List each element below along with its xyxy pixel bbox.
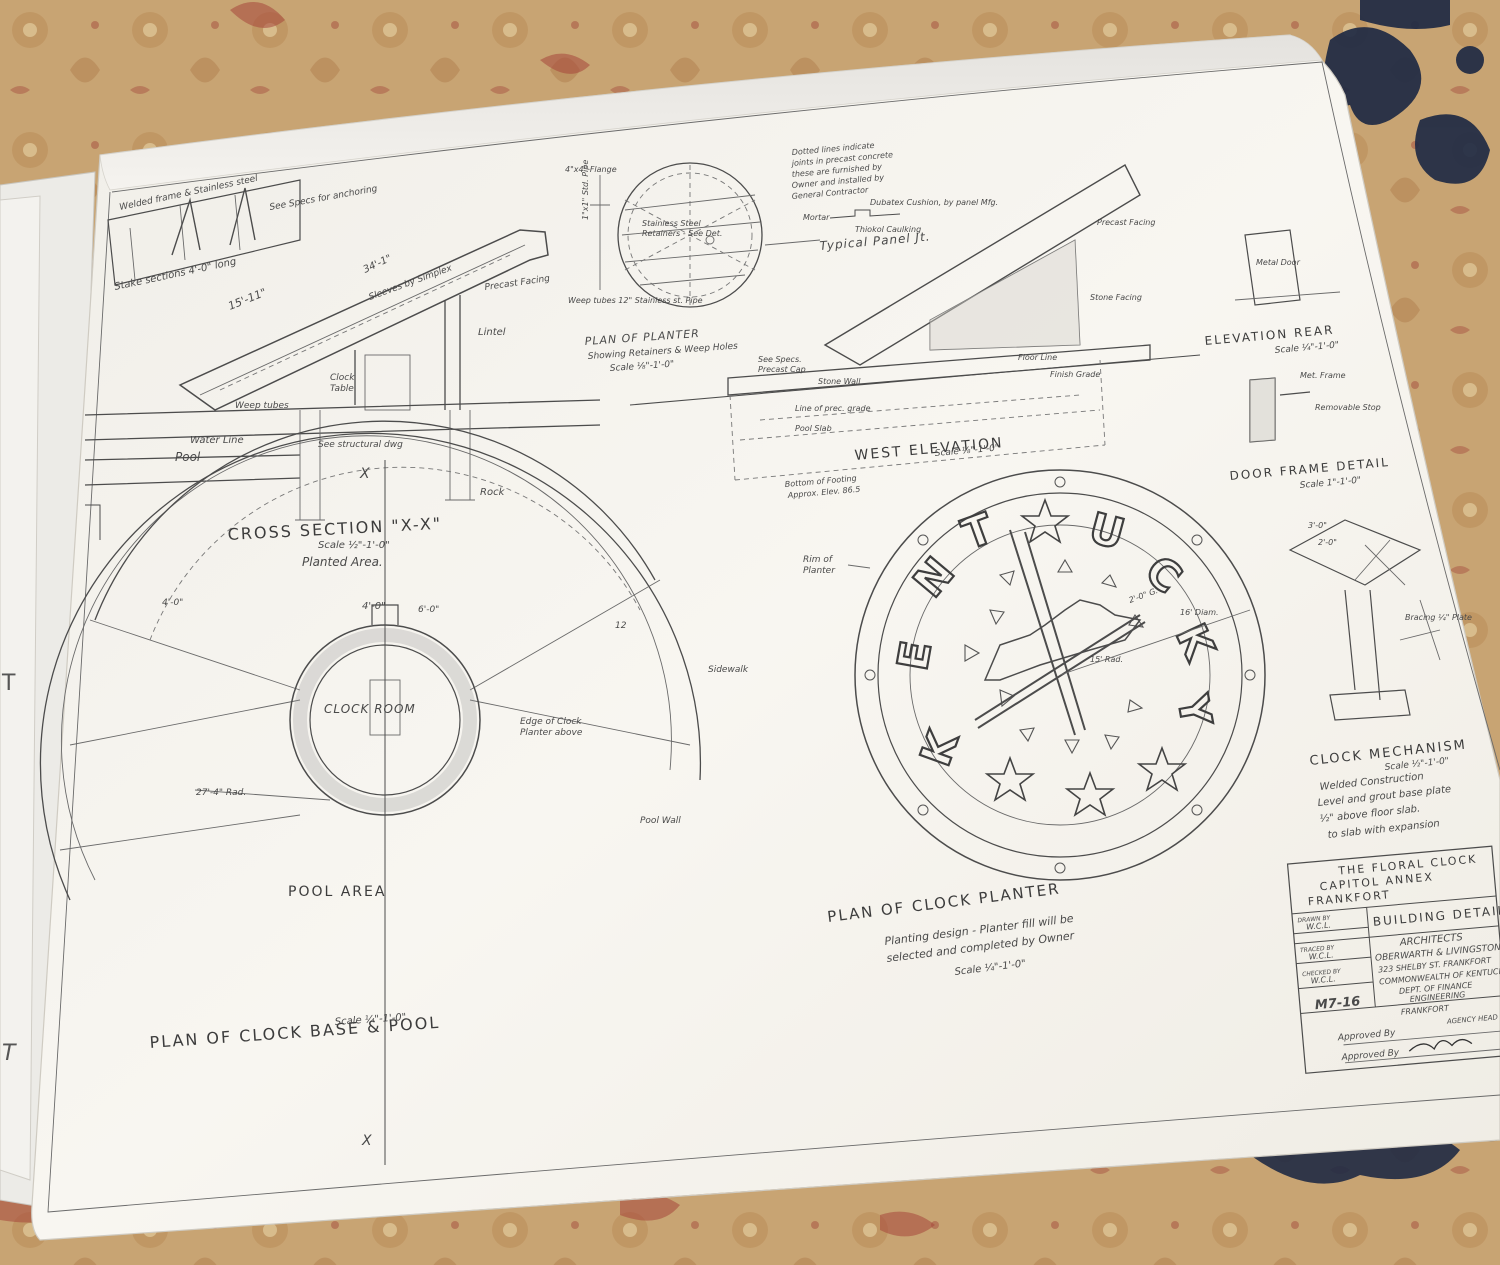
svg-text:CHECKED BY: CHECKED BY xyxy=(1302,968,1342,978)
svg-text:Removable Stop: Removable Stop xyxy=(1315,403,1381,412)
svg-text:4'-0": 4'-0" xyxy=(362,601,386,612)
clock-base-plan-scale: Scale ¼"-1'-0" xyxy=(334,1011,406,1028)
svg-text:Rim of: Rim of xyxy=(803,555,834,565)
svg-text:Met. Frame: Met. Frame xyxy=(1300,371,1346,380)
svg-text:Pool: Pool xyxy=(175,450,201,464)
svg-text:Edge of Clock: Edge of Clock xyxy=(520,717,582,727)
planter-stars xyxy=(984,497,1188,817)
svg-text:Pool Slab: Pool Slab xyxy=(795,424,832,433)
svg-text:See Specs.: See Specs. xyxy=(758,355,802,364)
svg-text:Finish Grade: Finish Grade xyxy=(1050,370,1100,379)
underlying-pages: T T xyxy=(0,171,96,1211)
svg-text:Thiokol Caulking: Thiokol Caulking xyxy=(855,225,921,234)
planter-plan-scale: Scale ⅛"-1'-0" xyxy=(610,360,675,374)
svg-text:Stainless Steel: Stainless Steel xyxy=(642,219,701,228)
svg-text:Water Line: Water Line xyxy=(190,435,244,446)
svg-text:Planter: Planter xyxy=(803,566,836,576)
clock-room-label: CLOCK ROOM xyxy=(324,702,416,716)
svg-text:Clock: Clock xyxy=(330,373,355,383)
svg-text:4'-0": 4'-0" xyxy=(162,598,183,608)
svg-text:Planter above: Planter above xyxy=(520,728,583,738)
svg-text:6'-0": 6'-0" xyxy=(418,605,439,615)
sheet-border xyxy=(47,61,1500,1213)
svg-text:Precast Cap: Precast Cap xyxy=(758,365,806,374)
sheet-top-curl xyxy=(99,34,1323,191)
cross-section-subtitle: Planted Area. xyxy=(302,555,383,569)
svg-text:Bracing ¼" Plate: Bracing ¼" Plate xyxy=(1405,613,1472,622)
svg-text:See structural dwg: See structural dwg xyxy=(318,440,403,450)
svg-text:W.C.L.: W.C.L. xyxy=(1306,921,1332,932)
svg-text:DRAWN BY: DRAWN BY xyxy=(1297,914,1332,924)
kentucky-state-outline xyxy=(983,599,1142,681)
svg-text:Precast Facing: Precast Facing xyxy=(1097,218,1155,227)
svg-text:T: T xyxy=(2,1041,17,1066)
svg-text:Dubatex Cushion, by panel Mfg.: Dubatex Cushion, by panel Mfg. xyxy=(870,198,998,207)
svg-text:12: 12 xyxy=(615,621,627,631)
svg-text:Sidewalk: Sidewalk xyxy=(708,665,749,675)
svg-text:Rock: Rock xyxy=(480,487,506,498)
svg-text:Weep tubes 12" Stainless st. P: Weep tubes 12" Stainless st. Pipe xyxy=(568,296,703,305)
svg-text:TRACED BY: TRACED BY xyxy=(1300,944,1336,954)
planter-triangles xyxy=(964,558,1145,755)
svg-text:4"x4" Flange: 4"x4" Flange xyxy=(565,165,617,174)
svg-text:X: X xyxy=(359,466,370,482)
svg-text:15' Rad.: 15' Rad. xyxy=(1090,655,1123,664)
svg-text:Table: Table xyxy=(330,384,354,394)
svg-text:2'-0": 2'-0" xyxy=(1318,538,1337,547)
svg-text:W.C.L.: W.C.L. xyxy=(1310,974,1336,985)
svg-text:Pool Wall: Pool Wall xyxy=(640,816,681,826)
svg-text:Retainers - See Det.: Retainers - See Det. xyxy=(642,229,722,238)
pool-area-label: POOL AREA xyxy=(288,884,386,900)
svg-text:Mortar: Mortar xyxy=(803,213,830,222)
svg-text:16' Diam.: 16' Diam. xyxy=(1180,608,1219,617)
svg-text:3'-0": 3'-0" xyxy=(1308,521,1327,530)
svg-text:Floor Line: Floor Line xyxy=(1018,353,1057,362)
svg-text:1"x1" Std. Pipe: 1"x1" Std. Pipe xyxy=(581,160,590,220)
svg-text:Stone Wall: Stone Wall xyxy=(818,377,861,386)
sheet-number: M7-16 xyxy=(1314,994,1361,1013)
svg-text:27'-4" Rad.: 27'-4" Rad. xyxy=(196,788,246,798)
blueprint-sheet xyxy=(31,34,1500,1241)
cross-section-scale: Scale ½"-1'-0" xyxy=(318,539,390,551)
svg-text:W.C.L.: W.C.L. xyxy=(1308,950,1334,961)
svg-text:Stone Facing: Stone Facing xyxy=(1090,293,1142,302)
svg-text:Weep tubes: Weep tubes xyxy=(235,401,289,411)
svg-text:Metal Door: Metal Door xyxy=(1256,258,1301,267)
svg-text:FRANKFORT: FRANKFORT xyxy=(1400,1003,1450,1016)
svg-text:Lintel: Lintel xyxy=(478,327,506,338)
svg-text:Line of prec. grade: Line of prec. grade xyxy=(795,404,871,413)
svg-text:X: X xyxy=(361,1133,372,1149)
planter-rim-bolts xyxy=(864,476,1256,874)
rug-navy-motif-top xyxy=(1323,0,1490,184)
svg-text:T: T xyxy=(1,671,16,696)
